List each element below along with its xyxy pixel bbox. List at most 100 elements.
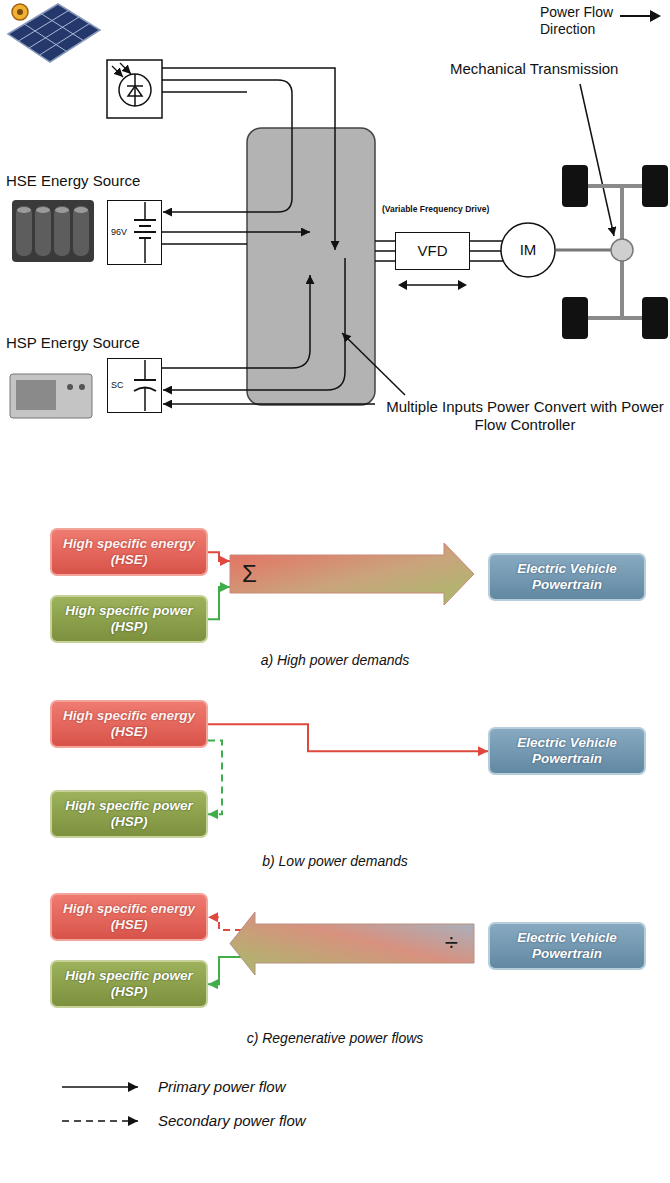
legend-item: Primary power flow: [60, 1078, 286, 1095]
primary-flow: [208, 957, 242, 984]
bidirectional-arrow: [458, 280, 467, 290]
supercap-module: [10, 374, 92, 418]
node-text: SC: [111, 380, 124, 391]
capacitor-symbol: [144, 360, 146, 380]
panel-grid: [42, 14, 84, 41]
leader-line: [580, 84, 614, 236]
sun-icon: [12, 4, 28, 20]
node-text: ÷: [445, 929, 458, 958]
legend-text: Secondary power flow: [158, 1112, 306, 1129]
motor-wires: [470, 241, 503, 261]
hsp-box: High specific power (HSP): [50, 960, 208, 1008]
capacitor-symbol: [134, 379, 156, 381]
photodiode-symbol: [128, 86, 142, 96]
vfd-label: (Variable Frequency Drive): [382, 204, 489, 214]
power-wire: [162, 231, 310, 233]
battery-cell: [55, 207, 69, 213]
node-text: 96V: [111, 227, 127, 238]
node-text: High specific power (HSP): [60, 968, 198, 1000]
block-arrow: [230, 912, 474, 975]
primary-flow: [208, 552, 230, 561]
supercapacitor-picture: [10, 374, 92, 418]
legend-text: Primary power flow: [158, 1078, 286, 1095]
supercap-terminal: [67, 384, 73, 390]
battery-symbol: [144, 202, 146, 220]
induction-motor-circle: IM: [500, 222, 556, 278]
caption: c) Regenerative power flows: [0, 1030, 670, 1047]
power-wire: [375, 241, 395, 261]
solar-panel: [8, 4, 100, 62]
node-text: Electric Vehicle Powertrain: [498, 735, 636, 767]
power-wire: [163, 258, 345, 390]
panel-grid: [25, 24, 67, 51]
node-text: High specific energy (HSE): [60, 708, 198, 740]
legend-line: [62, 1120, 138, 1122]
powertrain-box: Electric Vehicle Powertrain: [488, 553, 646, 601]
power-converter: [247, 128, 375, 405]
sum-arrow-outline: [230, 543, 474, 605]
node-text: VFD: [418, 242, 448, 260]
hse-box: High specific energy (HSE): [50, 893, 208, 941]
battery-source-box: 96V: [107, 200, 162, 265]
legend-line-sample: [60, 1114, 140, 1128]
transmission-label: Mechanical Transmission: [450, 60, 618, 78]
battery-cell: [36, 207, 50, 213]
wheel: [642, 297, 668, 339]
differential-gear: [611, 239, 633, 261]
axle: [588, 184, 642, 188]
battery-cell: [17, 207, 31, 213]
capacitor-symbol: [144, 387, 146, 411]
direction-arrow: [620, 15, 652, 17]
caption: a) High power demands: [0, 652, 670, 669]
battery-cell: [74, 207, 88, 213]
light-arrow: [112, 66, 123, 77]
battery-symbol: [139, 225, 151, 227]
source-label: HSP Energy Source: [6, 334, 140, 352]
wheel: [562, 297, 588, 339]
battery-cell: [73, 206, 89, 256]
legend-line-sample: [60, 1080, 140, 1094]
node-text: High specific energy (HSE): [60, 901, 198, 933]
leader-line: [342, 333, 405, 395]
battery-symbol: [134, 219, 156, 221]
supercap-terminal: [79, 384, 85, 390]
supercapacitor-box: SC: [107, 358, 162, 413]
wheel: [562, 165, 588, 207]
callout-label: Multiple Inputs Power Convert with Power…: [385, 398, 665, 434]
battery-symbol: [144, 238, 146, 263]
caption: b) Low power demands: [0, 853, 670, 870]
block-arrow: [230, 543, 474, 605]
hse-box: High specific energy (HSE): [50, 528, 208, 576]
wheel: [642, 165, 668, 207]
battery-cell: [16, 206, 32, 256]
photodiode-symbol: [127, 85, 143, 87]
node-text: IM: [520, 241, 537, 259]
power-wire: [162, 275, 310, 368]
legend-item: Secondary power flow: [60, 1112, 306, 1129]
motor-shaft: [556, 249, 611, 252]
legend-line: [62, 1086, 138, 1088]
vfd-box: VFD: [395, 232, 470, 270]
battery-pack: [12, 200, 94, 262]
solar-panel-picture: [8, 4, 100, 62]
photodiode-symbol: [134, 74, 136, 106]
pv-source-box: [107, 60, 162, 118]
direction-arrow: [650, 10, 661, 22]
hsp-box: High specific power (HSP): [50, 595, 208, 643]
power-wire: [162, 68, 335, 250]
hsp-box: High specific power (HSP): [50, 790, 208, 838]
node-text: High specific power (HSP): [60, 603, 198, 635]
secondary-flow: [208, 740, 222, 814]
power-wire: [162, 243, 247, 245]
photodiode-symbol: [119, 74, 151, 106]
node-text: Electric Vehicle Powertrain: [498, 561, 636, 593]
power-wire: [163, 403, 375, 405]
bidirectional-arrow: [404, 284, 461, 286]
supercap-panel: [16, 380, 56, 410]
divide-arrow: ÷: [230, 912, 474, 975]
primary-flow: [208, 587, 230, 619]
sun-icon: [17, 9, 23, 15]
axle: [588, 316, 642, 320]
source-label: HSE Energy Source: [6, 172, 140, 190]
hse-box: High specific energy (HSE): [50, 700, 208, 748]
